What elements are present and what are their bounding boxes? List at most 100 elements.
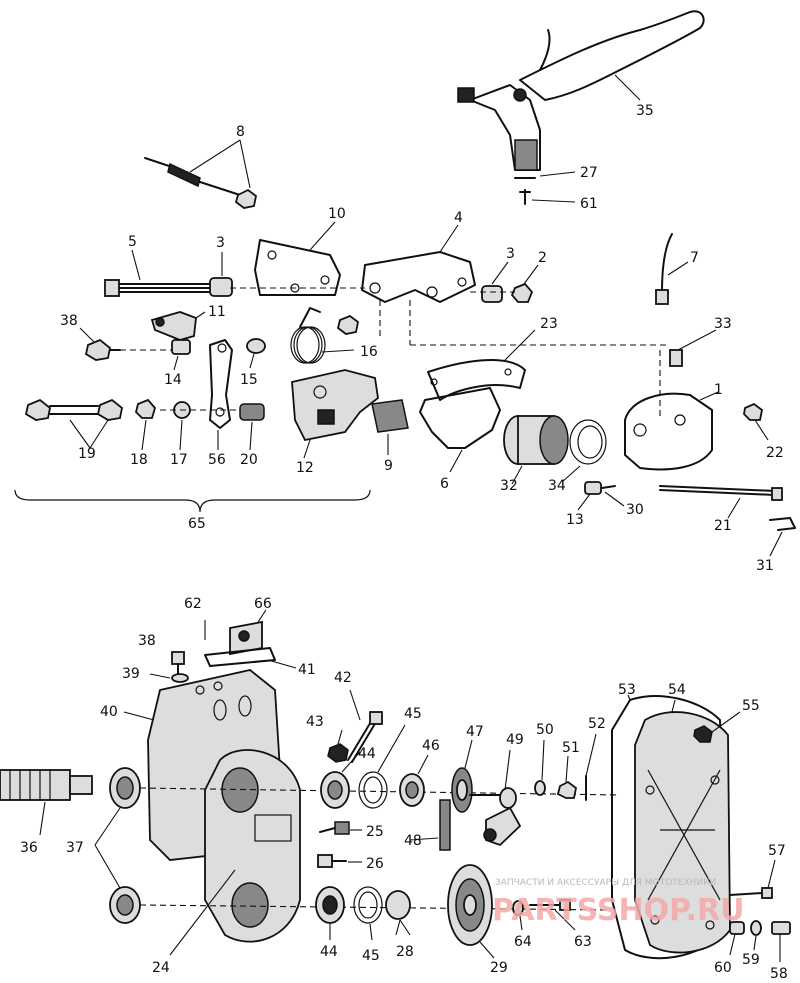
label-15: 15 bbox=[240, 372, 258, 388]
chain-48 bbox=[409, 799, 451, 851]
bracket-66 bbox=[229, 609, 267, 656]
watermark-brand: PARTSSHOP.RU bbox=[492, 893, 744, 928]
shaft-36 bbox=[0, 769, 93, 836]
washer-39 bbox=[149, 673, 189, 683]
label-19: 19 bbox=[78, 446, 96, 462]
label-6: 6 bbox=[440, 476, 449, 492]
label-12: 12 bbox=[296, 460, 314, 476]
label-7: 7 bbox=[690, 250, 699, 266]
bolt-38-lower bbox=[171, 651, 185, 677]
label-3a: 3 bbox=[216, 235, 225, 251]
label-18: 18 bbox=[130, 452, 148, 468]
bolt-57 bbox=[729, 859, 776, 899]
ring-45b bbox=[353, 886, 383, 941]
tensioner-49 bbox=[469, 749, 522, 847]
label-53: 53 bbox=[618, 682, 636, 698]
label-56: 56 bbox=[208, 452, 226, 468]
bleeder-22 bbox=[743, 402, 769, 441]
label-27: 27 bbox=[580, 165, 598, 181]
bolt-42 bbox=[347, 689, 383, 763]
callout-labels: 35 27 61 8 10 4 5 3 3 2 7 11 38 23 33 16… bbox=[20, 103, 788, 982]
bolt-58 bbox=[771, 921, 791, 962]
label-4: 4 bbox=[454, 210, 463, 226]
label-54: 54 bbox=[668, 682, 686, 698]
caliper-12 bbox=[291, 369, 379, 459]
washer-64 bbox=[512, 900, 524, 931]
label-41: 41 bbox=[298, 662, 316, 678]
banjo-13 bbox=[577, 481, 602, 511]
label-33: 33 bbox=[714, 316, 732, 332]
label-52: 52 bbox=[588, 716, 606, 732]
screw-25 bbox=[319, 821, 362, 835]
label-38b: 38 bbox=[138, 633, 156, 649]
bearing-44a bbox=[320, 751, 361, 809]
nut-43 bbox=[327, 729, 349, 763]
label-45b: 45 bbox=[362, 948, 380, 964]
cover-6 bbox=[419, 387, 501, 473]
spring-16 bbox=[290, 307, 359, 364]
bolt-19 bbox=[24, 398, 123, 449]
bushing-28 bbox=[385, 890, 411, 936]
label-39: 39 bbox=[122, 666, 140, 682]
label-44a: 44 bbox=[358, 746, 376, 762]
label-24: 24 bbox=[152, 960, 170, 976]
label-25: 25 bbox=[366, 824, 384, 840]
label-62: 62 bbox=[184, 596, 202, 612]
label-57: 57 bbox=[768, 843, 786, 859]
label-66: 66 bbox=[254, 596, 272, 612]
seal-37b bbox=[109, 886, 141, 924]
label-59: 59 bbox=[742, 952, 760, 968]
label-23: 23 bbox=[540, 316, 558, 332]
label-13: 13 bbox=[566, 512, 584, 528]
banjo-30 bbox=[601, 485, 625, 507]
bolt-38 bbox=[79, 327, 121, 361]
label-8: 8 bbox=[236, 124, 245, 140]
bracket-4 bbox=[361, 224, 476, 303]
label-63: 63 bbox=[574, 934, 592, 950]
label-14: 14 bbox=[164, 372, 182, 388]
label-40: 40 bbox=[100, 704, 118, 720]
label-61: 61 bbox=[580, 196, 598, 212]
ring-34 bbox=[561, 419, 607, 483]
label-34: 34 bbox=[548, 478, 566, 494]
sprocket-47 bbox=[451, 739, 473, 813]
label-32: 32 bbox=[500, 478, 518, 494]
bolt-5 bbox=[104, 249, 211, 297]
fitting-33 bbox=[669, 329, 717, 367]
bearing-44b bbox=[315, 886, 345, 940]
label-1: 1 bbox=[714, 382, 723, 398]
clip-27 bbox=[514, 171, 576, 179]
label-60: 60 bbox=[714, 960, 732, 976]
washer-15 bbox=[246, 338, 266, 369]
arm-56 bbox=[209, 339, 233, 450]
label-11: 11 bbox=[208, 304, 226, 320]
label-51: 51 bbox=[562, 740, 580, 756]
label-31: 31 bbox=[756, 558, 774, 574]
label-36: 36 bbox=[20, 840, 38, 856]
label-10: 10 bbox=[328, 206, 346, 222]
label-21: 21 bbox=[714, 518, 732, 534]
label-55: 55 bbox=[742, 698, 760, 714]
hose-7 bbox=[655, 233, 689, 305]
bracket-10 bbox=[254, 221, 341, 296]
clamp-11 bbox=[150, 311, 206, 341]
plate-41 bbox=[204, 647, 297, 669]
nut-51 bbox=[556, 755, 577, 799]
brace-65 bbox=[14, 489, 371, 513]
brake-lever bbox=[457, 10, 705, 171]
brake-pad-9 bbox=[371, 399, 409, 455]
pin-61 bbox=[519, 189, 576, 205]
label-42: 42 bbox=[334, 670, 352, 686]
bolt-21 bbox=[659, 485, 783, 519]
label-43: 43 bbox=[306, 714, 324, 730]
washer-50 bbox=[534, 739, 546, 796]
label-20: 20 bbox=[240, 452, 258, 468]
label-35: 35 bbox=[636, 103, 654, 119]
washer-59 bbox=[750, 920, 762, 951]
label-49: 49 bbox=[506, 732, 524, 748]
label-48: 48 bbox=[404, 833, 422, 849]
nut-55 bbox=[693, 711, 741, 743]
label-5: 5 bbox=[128, 234, 137, 250]
